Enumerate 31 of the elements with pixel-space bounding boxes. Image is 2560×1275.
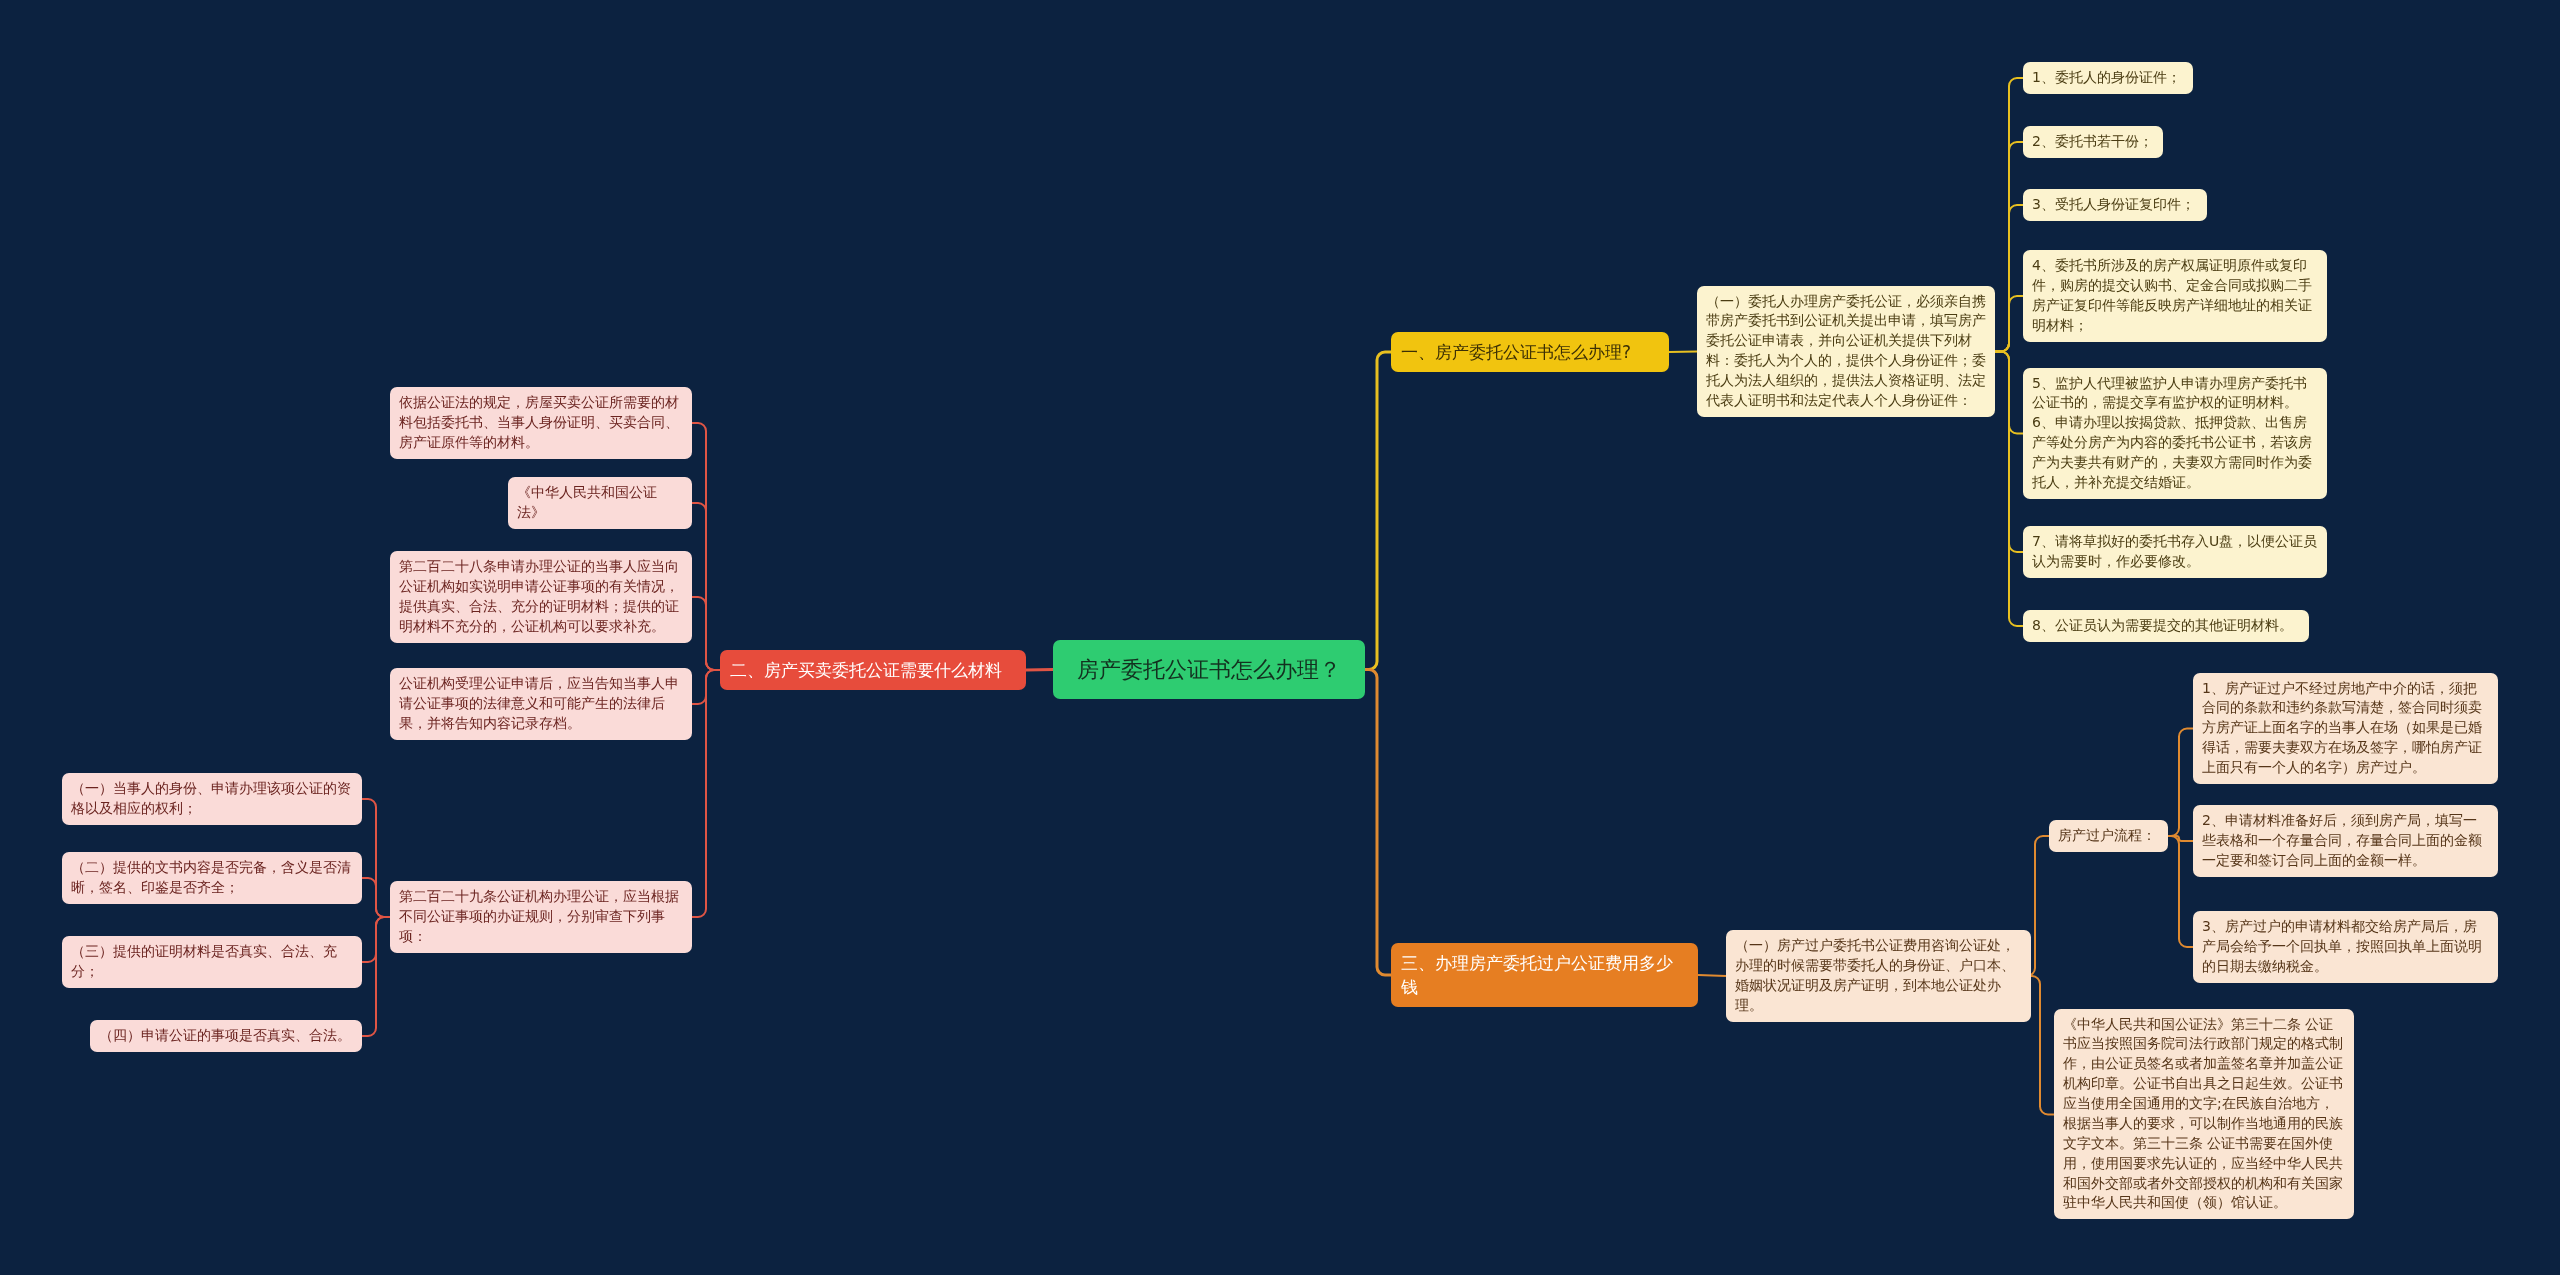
central-topic: 房产委托公证书怎么办理？	[1053, 639, 1365, 699]
subtopic-card: （二）提供的文书内容是否完备，含义是否清晰，签名、印鉴是否齐全；	[62, 852, 362, 904]
subtopic-card: 房产过户流程：	[2049, 820, 2168, 852]
subtopic-card: （一）委托人办理房产委托公证，必须亲自携带房产委托书到公证机关提出申请，填写房产委托公证申请表，并向公证机关提供下列材料：委托人为个人的，提供个人身份证件；委托人为法人组织的，提供法人资格证明、法定代表人证明书和法定代表人个人身份证件：	[1697, 285, 1995, 417]
subtopic-card: 2、申请材料准备好后，须到房产局，填写一些表格和一个存量合同，存量合同上面的金额一定要和签订合同上面的金额一样。	[2193, 805, 2498, 877]
subtopic-card: 依据公证法的规定，房屋买卖公证所需要的材料包括委托书、当事人身份证明、买卖合同、房产证原件等的材料。	[390, 387, 692, 459]
subtopic-card: 7、请将草拟好的委托书存入U盘，以便公证员认为需要时，作必要修改。	[2023, 526, 2327, 578]
branch-topic: 三、办理房产委托过户公证费用多少钱	[1391, 943, 1698, 1008]
subtopic-card: 《中华人民共和国公证法》第三十二条 公证书应当按照国务院司法行政部门规定的格式制作，由公证员签名或者加盖签名章并加盖公证机构印章。公证书自出具之日起生效。公证书应当使用全国通用的文字;在民族自治地方，根据当事人的要求，可以制作当地通用的民族文字文本。第三十三条 公证书需要在国外使用，使用国要求先认证的，应当经中华人民共和国外交部或者外交部授权的机构和有关国家驻中华人民共和国使（领）馆认证。	[2054, 1008, 2354, 1220]
branch-topic: 二、房产买卖委托公证需要什么材料	[720, 650, 1026, 691]
connector-line	[1697, 974, 1727, 977]
subtopic-card: （一）房产过户委托书公证费用咨询公证处，办理的时候需要带委托人的身份证、户口本、婚姻状况证明及房产证明，到本地公证处办理。	[1726, 930, 2031, 1022]
subtopic-card: 2、委托书若干份；	[2023, 126, 2163, 158]
connector-line	[1025, 668, 1054, 672]
subtopic-card: 1、委托人的身份证件；	[2023, 62, 2193, 94]
subtopic-card: 第二百二十八条申请办理公证的当事人应当向公证机构如实说明申请公证事项的有关情况，提供真实、合法、充分的证明材料；提供的证明材料不充分的，公证机构可以要求补充。	[390, 551, 692, 643]
subtopic-card: 公证机构受理公证申请后，应当告知当事人申请公证事项的法律意义和可能产生的法律后果，并将告知内容记录存档。	[390, 668, 692, 740]
branch-topic: 一、房产委托公证书怎么办理?	[1391, 332, 1669, 373]
subtopic-card: （三）提供的证明材料是否真实、合法、充分；	[62, 936, 362, 988]
connector-line	[1668, 350, 1698, 353]
subtopic-card: 第二百二十九条公证机构办理公证，应当根据不同公证事项的办证规则，分别审查下列事项：	[390, 881, 692, 953]
subtopic-card: （四）申请公证的事项是否真实、合法。	[90, 1020, 362, 1052]
subtopic-card: 5、监护人代理被监护人申请办理房产委托书公证书的，需提交享有监护权的证明材料。6、申请办理以按揭贷款、抵押贷款、出售房产等处分房产为内容的委托书公证书，若该房产为夫妻共有财产的，夫妻双方需同时作为委托人，并补充提交结婚证。	[2023, 367, 2327, 499]
subtopic-card: 3、房产过户的申请材料都交给房产局后，房产局会给予一个回执单，按照回执单上面说明的日期去缴纳税金。	[2193, 911, 2498, 983]
subtopic-card: 1、房产证过户不经过房地产中介的话，须把合同的条款和违约条款写清楚，签合同时须卖方房产证上面名字的当事人在场（如果是已婚得话，需要夫妻双方在场及签字，哪怕房产证上面只有一个人的名字）房产过户。	[2193, 672, 2498, 784]
subtopic-card: 4、委托书所涉及的房产权属证明原件或复印件，购房的提交认购书、定金合同或拟购二手房产证复印件等能反映房产详细地址的相关证明材料；	[2023, 250, 2327, 342]
subtopic-card: 8、公证员认为需要提交的其他证明材料。	[2023, 610, 2309, 642]
connector-line	[1994, 350, 2024, 627]
subtopic-card: 《中华人民共和国公证法》	[508, 477, 692, 529]
subtopic-card: （一）当事人的身份、申请办理该项公证的资格以及相应的权利；	[62, 773, 362, 825]
subtopic-card: 3、受托人身份证复印件；	[2023, 189, 2207, 221]
